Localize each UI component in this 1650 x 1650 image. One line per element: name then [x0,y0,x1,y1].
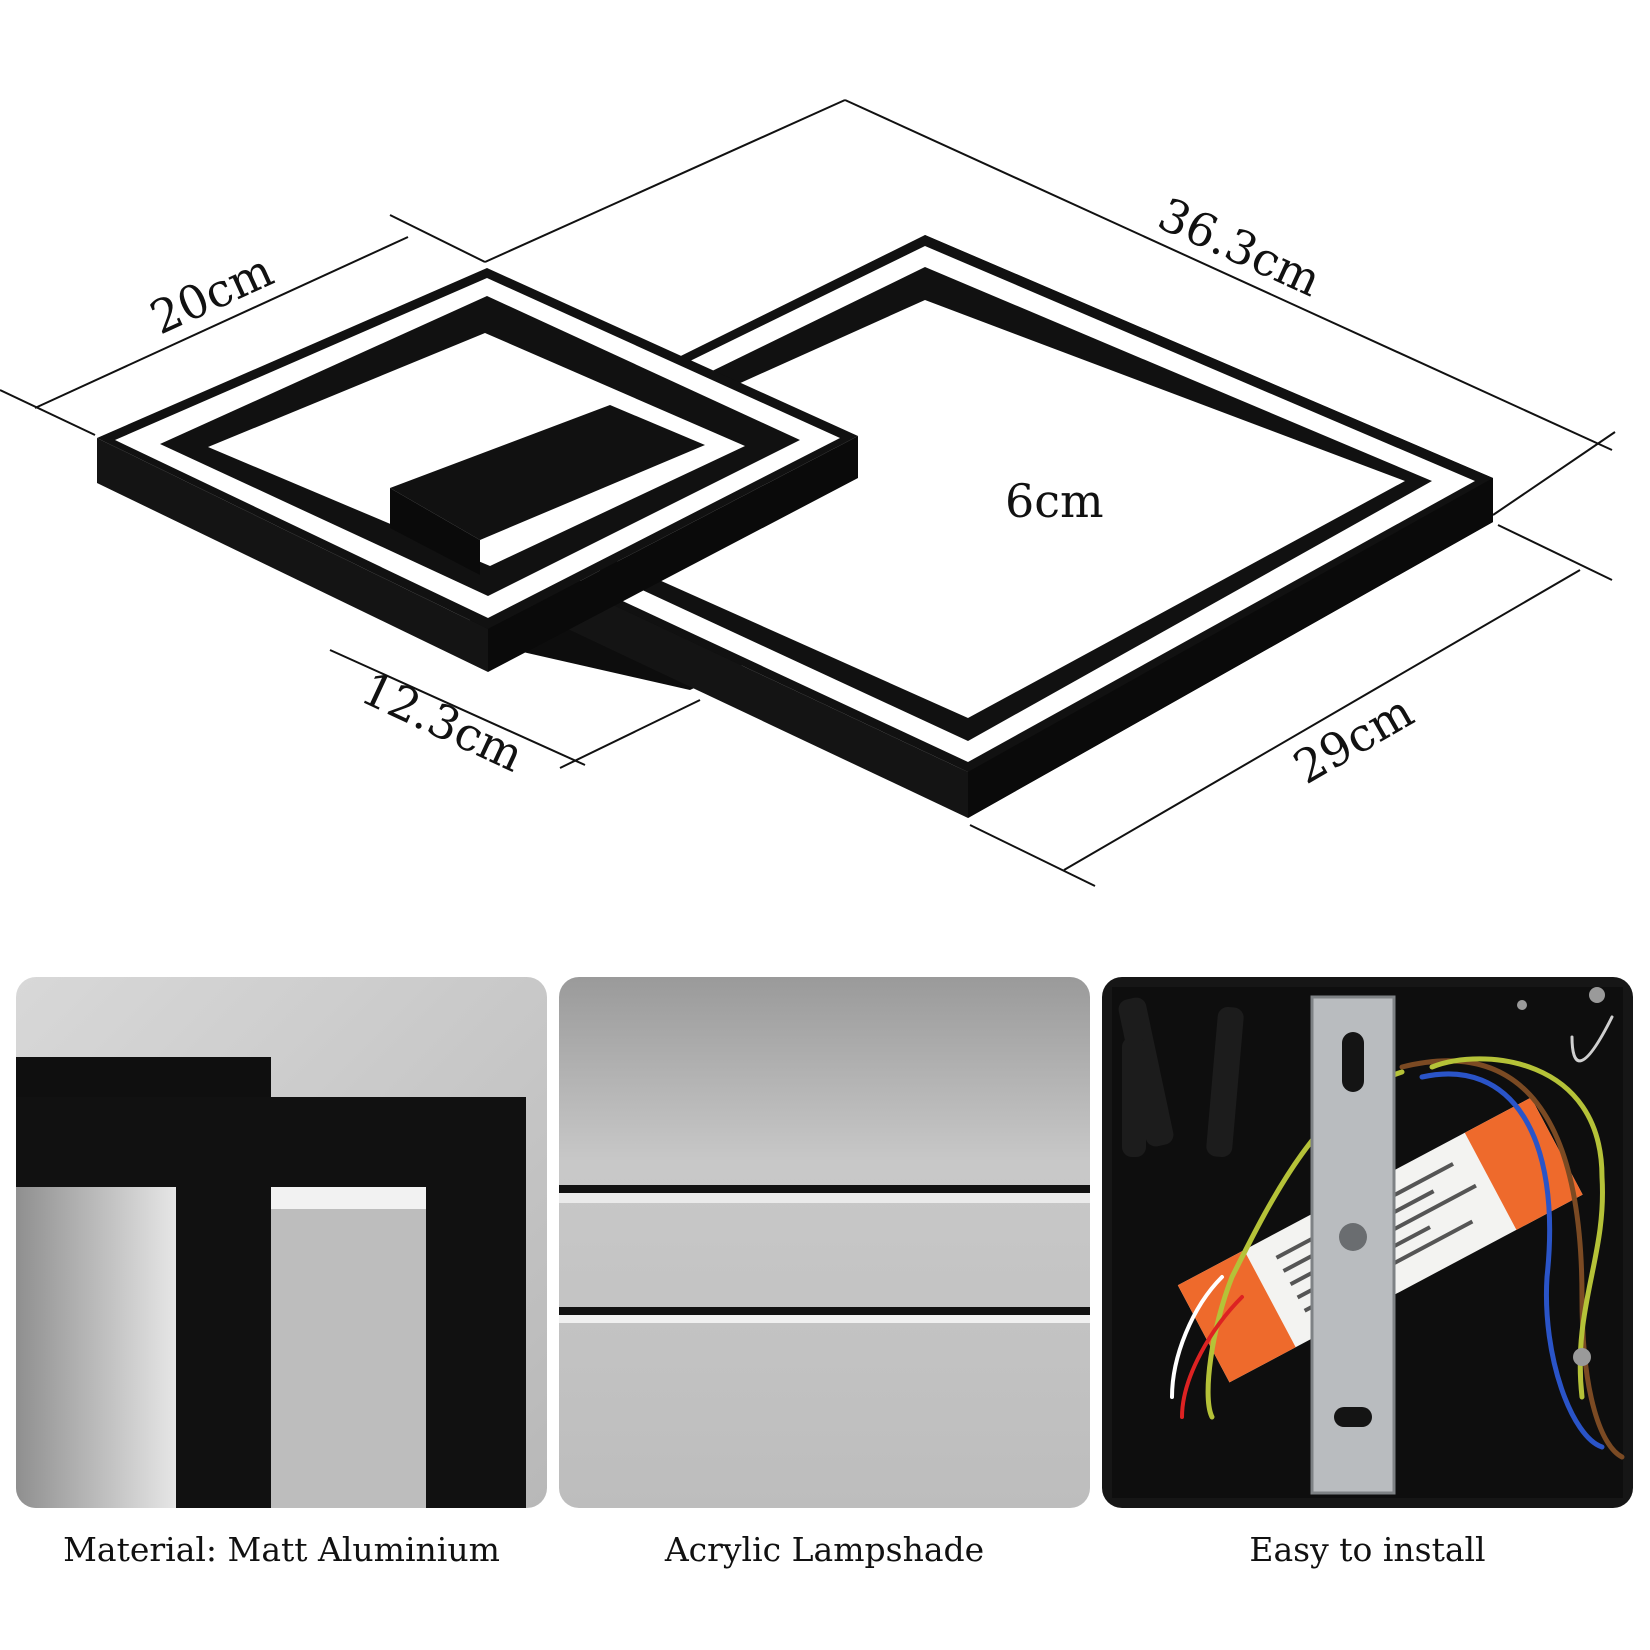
material-photo [16,977,547,1508]
mounting-bracket [1310,995,1396,1495]
lampshade-photo [559,977,1090,1508]
caption-lampshade: Acrylic Lampshade [664,1530,985,1569]
screws [1517,987,1605,1366]
caption-material: Material: Matt Aluminium [63,1530,500,1569]
small-square-frame [97,268,858,672]
center-block [390,405,705,575]
dimension-length: 36.3cm [1150,187,1329,307]
connector-sleeves [1118,997,1244,1158]
dimension-width: 29cm [1285,684,1423,795]
dimension-height: 6cm [1005,474,1104,528]
feature-panel-material [16,977,547,1508]
feature-panel-install [1102,977,1633,1508]
install-photo [1102,977,1633,1508]
dimension-offset: 12.3cm [353,661,532,783]
caption-install: Easy to install [1249,1530,1486,1569]
dimension-small-frame: 20cm [142,243,281,345]
feature-panel-lampshade [559,977,1090,1508]
